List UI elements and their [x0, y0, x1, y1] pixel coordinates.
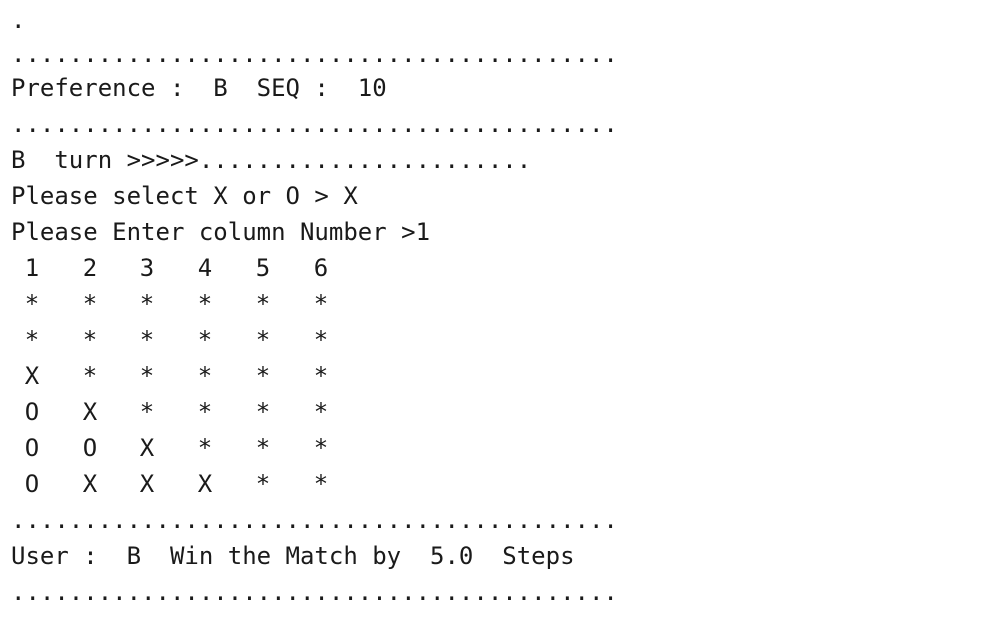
board-cell-r4-c4: * — [197, 398, 213, 426]
board-cell-r6-c1: O — [24, 470, 40, 498]
column-header-1: 1 — [24, 254, 40, 282]
board-cell-r2-c6: * — [313, 326, 329, 354]
select-prompt: Please select X or O > X — [11, 182, 358, 210]
board-cell-r6-c2: X — [82, 470, 98, 498]
board-cell-r2-c1: * — [24, 326, 40, 354]
board-cell-r1-c6: * — [313, 290, 329, 318]
column-prompt: Please Enter column Number >1 — [11, 218, 431, 246]
board-cell-r6-c3: X — [139, 470, 155, 498]
board-cell-r3-c2: * — [82, 362, 98, 390]
board-cell-r4-c6: * — [313, 398, 329, 426]
board-cell-r6-c5: * — [255, 470, 271, 498]
separator-line-2: ........................................… — [11, 110, 618, 138]
board-cell-r5-c2: O — [82, 434, 98, 462]
board-cell-r2-c2: * — [82, 326, 98, 354]
result-line: User : B Win the Match by 5.0 Steps — [11, 542, 575, 570]
board-cell-r6-c4: X — [197, 470, 213, 498]
board-cell-r5-c1: O — [24, 434, 40, 462]
board-cell-r4-c5: * — [255, 398, 271, 426]
board-cell-r1-c2: * — [82, 290, 98, 318]
column-header-6: 6 — [313, 254, 329, 282]
board-cell-r1-c4: * — [197, 290, 213, 318]
column-header-4: 4 — [197, 254, 213, 282]
board-cell-r1-c5: * — [255, 290, 271, 318]
column-header-3: 3 — [139, 254, 155, 282]
preference-line: Preference : B SEQ : 10 — [11, 74, 387, 102]
board-cell-r3-c3: * — [139, 362, 155, 390]
column-header-5: 5 — [255, 254, 271, 282]
board-cell-r2-c5: * — [255, 326, 271, 354]
turn-line: B turn >>>>>....................... — [11, 146, 532, 174]
board-cell-r4-c3: * — [139, 398, 155, 426]
board-cell-r1-c1: * — [24, 290, 40, 318]
board-cell-r3-c4: * — [197, 362, 213, 390]
board-cell-r5-c6: * — [313, 434, 329, 462]
board-cell-r1-c3: * — [139, 290, 155, 318]
board-cell-r2-c4: * — [197, 326, 213, 354]
column-header-2: 2 — [82, 254, 98, 282]
board-cell-r5-c5: * — [255, 434, 271, 462]
board-cell-r3-c5: * — [255, 362, 271, 390]
separator-line-1: ........................................… — [11, 40, 618, 68]
board-cell-r5-c3: X — [139, 434, 155, 462]
board-cell-r3-c6: * — [313, 362, 329, 390]
separator-line-4: ........................................… — [11, 578, 618, 606]
board-cell-r6-c6: * — [313, 470, 329, 498]
board-cell-r4-c1: O — [24, 398, 40, 426]
top-dot: . — [11, 6, 26, 34]
board-cell-r4-c2: X — [82, 398, 98, 426]
board-cell-r2-c3: * — [139, 326, 155, 354]
separator-line-3: ........................................… — [11, 506, 618, 534]
board-cell-r5-c4: * — [197, 434, 213, 462]
board-cell-r3-c1: X — [24, 362, 40, 390]
